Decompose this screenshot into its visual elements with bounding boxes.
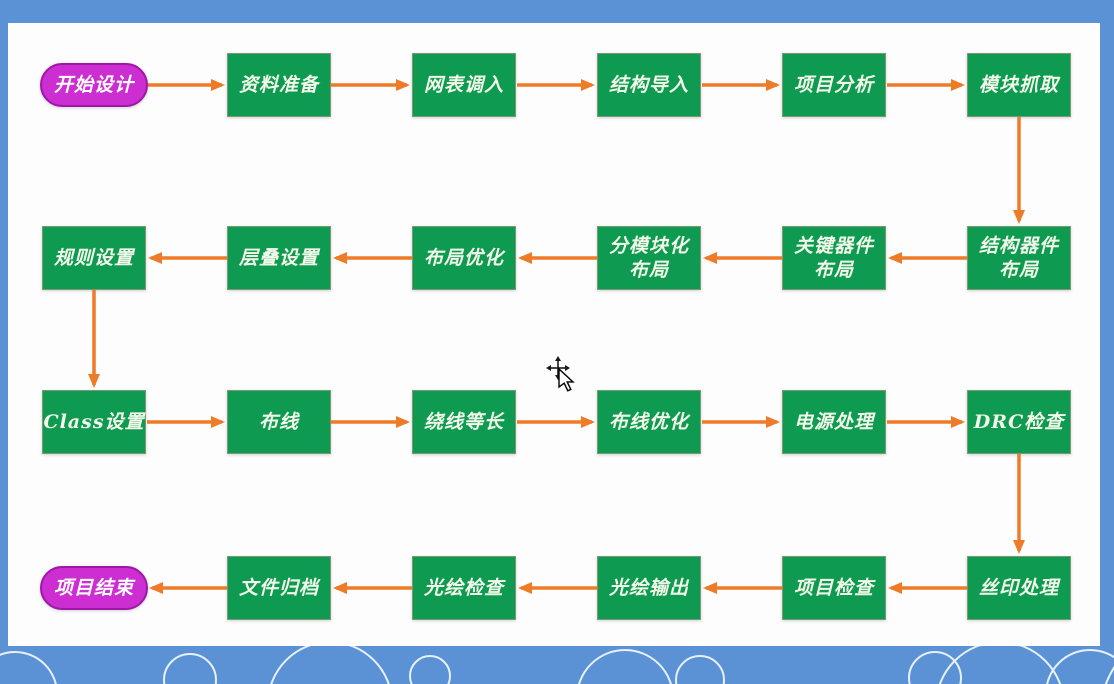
node-start-design: 开始设计 xyxy=(40,63,148,107)
node-file-archive: 文件归档 xyxy=(227,556,331,620)
node-project-check: 项目检查 xyxy=(782,556,886,620)
node-label: 关键器件 布局 xyxy=(793,234,874,281)
node-label: 项目检查 xyxy=(793,576,874,599)
node-label: 布线 xyxy=(258,410,299,433)
node-label: 绕线等长 xyxy=(423,410,504,433)
node-rule-setup: 规则设置 xyxy=(42,226,146,290)
node-structure-component-layout: 结构器件 布局 xyxy=(967,226,1071,290)
node-key-component-layout: 关键器件 布局 xyxy=(782,226,886,290)
node-layout-optimize: 布局优化 xyxy=(412,226,516,290)
node-gerber-output: 光绘输出 xyxy=(597,556,701,620)
node-label: 光绘输出 xyxy=(608,576,689,599)
diagram-canvas xyxy=(8,23,1100,646)
node-label: 丝印处理 xyxy=(978,576,1059,599)
node-label: 层叠设置 xyxy=(238,246,319,269)
node-label: 布局优化 xyxy=(423,246,504,269)
node-silkscreen-processing: 丝印处理 xyxy=(967,556,1071,620)
node-label: 项目结束 xyxy=(53,576,134,599)
node-structure-import: 结构导入 xyxy=(597,53,701,117)
node-label: 布线优化 xyxy=(608,410,689,433)
node-stackup-setup: 层叠设置 xyxy=(227,226,331,290)
node-label: 资料准备 xyxy=(238,73,319,96)
node-label: 项目分析 xyxy=(793,73,874,96)
node-label: 模块抓取 xyxy=(978,73,1059,96)
node-label: 结构导入 xyxy=(608,73,689,96)
node-gerber-check: 光绘检查 xyxy=(412,556,516,620)
node-module-extract: 模块抓取 xyxy=(967,53,1071,117)
node-data-prep: 资料准备 xyxy=(227,53,331,117)
node-drc-check: DRC检查 xyxy=(967,390,1071,454)
node-label: 文件归档 xyxy=(238,576,319,599)
node-power-processing: 电源处理 xyxy=(782,390,886,454)
node-project-end: 项目结束 xyxy=(40,566,148,610)
node-label: Class设置 xyxy=(43,410,145,433)
node-module-layout: 分模块化 布局 xyxy=(597,226,701,290)
node-routing-optimize: 布线优化 xyxy=(597,390,701,454)
node-label: 光绘检查 xyxy=(423,576,504,599)
node-label: 开始设计 xyxy=(53,73,134,96)
node-class-setup: Class设置 xyxy=(42,390,146,454)
node-label: 规则设置 xyxy=(53,246,134,269)
node-length-matching: 绕线等长 xyxy=(412,390,516,454)
node-netlist-import: 网表调入 xyxy=(412,53,516,117)
node-routing: 布线 xyxy=(227,390,331,454)
node-project-analysis: 项目分析 xyxy=(782,53,886,117)
node-label: DRC检查 xyxy=(973,410,1065,433)
node-label: 网表调入 xyxy=(423,73,504,96)
bottom-wave-decoration xyxy=(0,646,1114,684)
node-label: 结构器件 布局 xyxy=(978,234,1059,281)
node-label: 分模块化 布局 xyxy=(608,234,689,281)
node-label: 电源处理 xyxy=(793,410,874,433)
